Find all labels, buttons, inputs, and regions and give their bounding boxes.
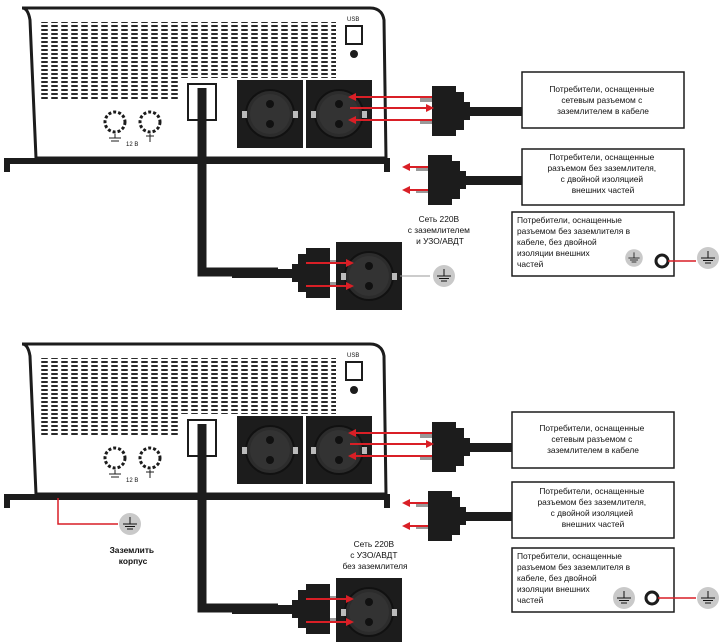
consumer-box-2 [511,481,675,539]
consumer-box-3-text: Потребители, оснащенные разъемом без заз… [517,551,632,605]
inverter-socket-2 [305,79,373,149]
consumer-box-1-text: Потребители, оснащенные сетевым разъемом… [549,84,656,116]
voltage-label: 12 В [126,478,138,484]
mains-plug-bottom [232,584,342,634]
ground-icon [696,586,720,610]
ground-icon [118,512,142,536]
consumer-box-1-text: Потребители, оснащенные сетевым разъемом… [539,423,646,455]
inverter-socket-2 [305,415,373,485]
voltage-label: 12 В [126,142,138,148]
ground-icon [612,586,636,610]
consumer-box-2-text: Потребители, оснащенные разъемом без заз… [538,486,649,529]
mains-socket-bottom [335,577,403,642]
consumer-plug-1 [420,86,530,136]
ground-icon [432,264,456,288]
inverter-socket-1 [236,79,304,149]
consumer-plug-2 [416,491,526,541]
mains-plug-top [232,248,342,298]
network-label-top: Сеть 220В с заземлителем и УЗО/АВДТ [408,214,472,246]
inverter-socket-1 [236,415,304,485]
usb-label: USB [347,353,359,359]
consumer-box-3 [511,211,675,277]
consumer-box-2 [521,148,685,206]
consumer-box-1 [521,71,685,129]
consumer-box-1 [511,411,675,469]
consumer-box-3-text: Потребители, оснащенные разъемом без заз… [517,215,632,269]
consumer-plug-2 [416,155,526,205]
usb-label: USB [347,17,359,23]
chassis-ground-wire [57,498,118,525]
bottom-diagram: USB 12 В Заземлить корпус Сеть 220В с УЗ… [2,342,720,642]
consumer-box-2-text: Потребители, оснащенные разъемом без заз… [548,152,659,195]
ground-icon [696,246,720,270]
mains-socket-top [335,241,403,311]
network-label-bottom: Сеть 220В с УЗО/АВДТ без заземлителя [342,539,407,571]
ground-label: Заземлить корпус [110,545,157,566]
ground-icon [624,248,644,268]
top-diagram: USB 12 В Сеть 220В с заземлителем и УЗО/… [2,6,720,311]
